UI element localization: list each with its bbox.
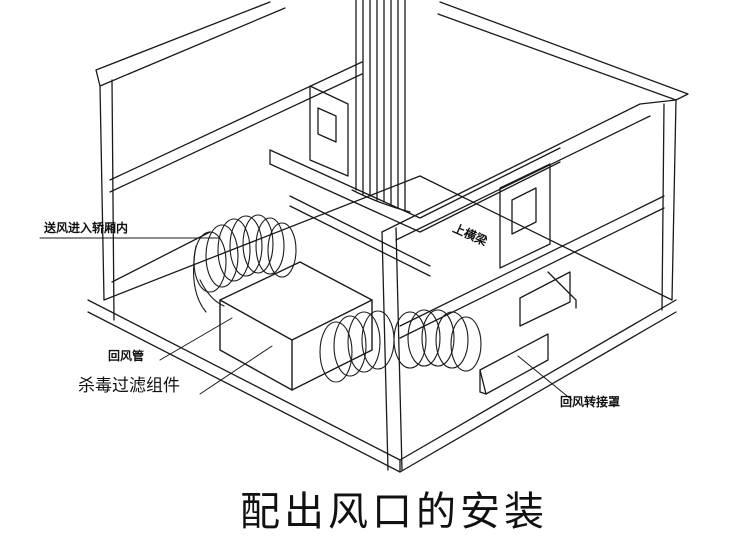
rear-plate: [309, 85, 349, 177]
label-return-pipe: 回风管: [108, 349, 145, 363]
car-frame: [87, 1, 689, 473]
hoist-ropes: [351, 0, 411, 213]
right-plate: [499, 163, 551, 269]
return-air-hose-front: [319, 309, 482, 383]
label-supply-air: 送风进入轿厢内: [44, 221, 129, 235]
upper-beam: [269, 147, 561, 277]
figure-caption: 配出风口的安装: [240, 489, 548, 535]
label-filter-unit: 杀毒过滤组件: [78, 376, 180, 396]
leader-lines: [39, 237, 573, 401]
return-air-hose-left: [193, 214, 297, 313]
return-adapter-hood: [479, 271, 577, 395]
filter-unit-box: [219, 261, 373, 391]
label-return-adapter: 回风转接罩: [560, 395, 621, 409]
